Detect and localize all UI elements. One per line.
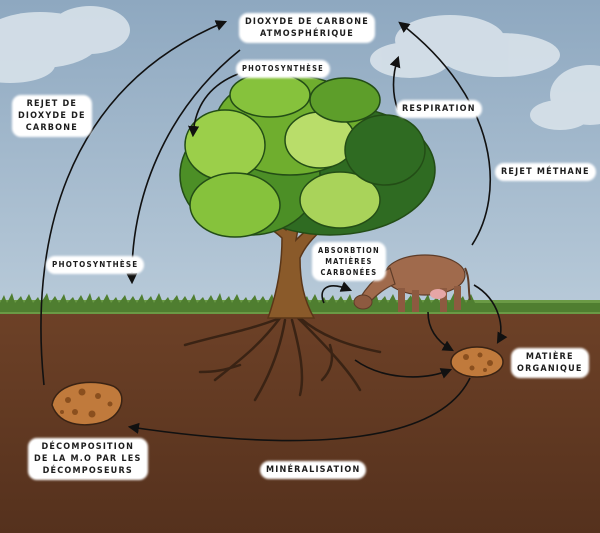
arrow-tree-to-matter: [354, 359, 453, 379]
label-photosynthese-top: PHOTOSYNTHÈSE: [238, 62, 328, 76]
arrow-mineralisation: [127, 377, 471, 442]
label-rejet-co2-line2: DIOXYDE DE: [18, 111, 86, 121]
label-decomposition: DÉCOMPOSITION DE LA M.O PAR LES DÉCOMPOS…: [30, 440, 146, 478]
cloud-icon: [370, 15, 560, 78]
tree-icon: [179, 72, 436, 402]
label-photosynthese-left: PHOTOSYNTHÈSE: [48, 258, 143, 272]
organic-matter-icon: [450, 346, 504, 378]
label-co2-line2: ATMOSPHÉRIQUE: [260, 29, 354, 39]
label-rejet-co2-line3: CARBONE: [25, 123, 78, 133]
cow-icon: [353, 254, 471, 312]
label-matiere-line1: MATIÈRE: [525, 352, 574, 362]
label-decomposition-line1: DÉCOMPOSITION: [41, 442, 135, 452]
label-decomposition-line2: DE LA M.O PAR LES: [34, 454, 142, 464]
arrow-cow-to-matter-2: [427, 311, 454, 352]
label-absorption-line1: ABSORBTION: [318, 246, 380, 255]
arrow-rejet-co2: [40, 20, 228, 386]
decomposer-icon: [51, 381, 123, 426]
label-matiere-line2: ORGANIQUE: [517, 364, 583, 374]
label-mineralisation-text: MINÉRALISATION: [266, 465, 361, 475]
label-photosynthese-top-text: PHOTOSYNTHÈSE: [242, 64, 324, 73]
label-rejet-co2-line1: REJET DE: [26, 99, 78, 109]
cloud-icon: [0, 6, 130, 83]
arrow-photosynthese-top: [188, 73, 239, 138]
label-rejet-methane-text: REJET MÉTHANE: [501, 167, 590, 177]
label-rejet-methane: REJET MÉTHANE: [497, 165, 594, 179]
label-respiration-text: RESPIRATION: [402, 104, 476, 114]
label-mineralisation: MINÉRALISATION: [262, 463, 365, 477]
arrow-absorption: [321, 281, 353, 304]
label-absorption-line3: CARBONÉES: [320, 268, 378, 277]
arrow-cow-to-matter: [473, 284, 508, 344]
label-respiration: RESPIRATION: [398, 102, 480, 116]
cycle-arrows: [40, 20, 508, 442]
label-photosynthese-left-text: PHOTOSYNTHÈSE: [52, 260, 139, 269]
arrow-photosynthese-left: [126, 49, 241, 285]
label-matiere-organique: MATIÈRE ORGANIQUE: [513, 350, 587, 376]
cloud-icon: [530, 65, 600, 130]
label-co2-line1: DIOXYDE DE CARBONE: [245, 17, 369, 27]
label-co2-atmospherique: DIOXYDE DE CARBONE ATMOSPHÉRIQUE: [241, 15, 373, 41]
arrow-rejet-methane: [398, 21, 492, 246]
label-decomposition-line3: DÉCOMPOSEURS: [42, 466, 133, 476]
label-absorption-line2: MATIÈRES: [325, 257, 373, 266]
label-absorption: ABSORBTION MATIÈRES CARBONÉES: [314, 244, 384, 279]
label-rejet-co2: REJET DE DIOXYDE DE CARBONE: [14, 97, 90, 135]
arrow-respiration: [389, 55, 401, 111]
